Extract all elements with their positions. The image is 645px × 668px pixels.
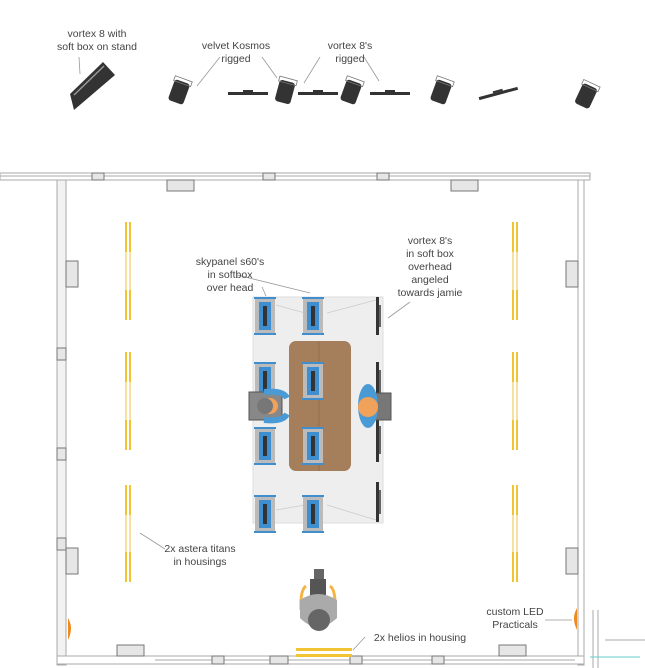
astera-tube-icon (125, 352, 131, 450)
vortex-overhead-icon (376, 418, 381, 462)
kosmos-fixture-icon (340, 75, 365, 105)
kosmos-fixture-icon (575, 78, 601, 109)
label-line: custom LED (486, 606, 544, 618)
vortex-overhead-icon (376, 362, 381, 412)
label-line: Practicals (492, 619, 538, 631)
label-line: angeled (411, 274, 449, 286)
label-practicals: custom LED Practicals (480, 606, 550, 632)
vortex-softbox-stand (70, 62, 115, 110)
kosmos-fixture-icon (275, 75, 298, 105)
label-skypanel: skypanel s60's in softbox over head (185, 256, 275, 295)
label-line: rigged (221, 53, 251, 65)
label-line: over head (206, 282, 254, 294)
label-line: in soft box (406, 248, 454, 260)
vortex-bar-icon (228, 90, 268, 95)
vortex-bar-icon (478, 86, 519, 101)
label-line: towards jamie (397, 287, 463, 299)
vortex-overhead-icon (376, 482, 381, 522)
label-line: rigged (335, 53, 365, 65)
astera-tube-icon (512, 485, 518, 582)
light-beams (275, 299, 377, 521)
skypanel-icon (302, 362, 324, 400)
helios-lights (296, 648, 352, 657)
label-line: 2x astera titans (164, 543, 236, 555)
skypanel-icon (302, 427, 324, 465)
label-vortex-rigged: vortex 8's rigged (315, 40, 385, 66)
label-kosmos: velvet Kosmos rigged (196, 40, 276, 66)
skypanel-icon (302, 297, 324, 335)
skypanel-icon (254, 495, 276, 533)
label-line: vortex 8's (327, 40, 373, 52)
label-vortex-overhead: vortex 8's in soft box overhead angeled … (385, 235, 475, 300)
kosmos-fixture-icon (168, 75, 193, 105)
skypanel-icon (254, 427, 276, 465)
doorway-lines (590, 610, 645, 668)
astera-tube-icon (125, 485, 131, 582)
label-line: in housings (173, 556, 227, 568)
astera-tube-icon (125, 222, 131, 320)
label-line: vortex 8 with (67, 28, 127, 40)
vortex-bar-icon (298, 90, 338, 95)
label-line: 2x helios in housing (373, 632, 467, 644)
vortex-overhead-icon (376, 297, 381, 335)
led-practicals (68, 608, 577, 640)
label-vortex-stand: vortex 8 with soft box on stand (52, 28, 142, 54)
wall-boxes (56, 172, 579, 665)
label-astera: 2x astera titans in housings (155, 543, 245, 569)
skypanel-icon (302, 495, 324, 533)
label-line: velvet Kosmos (201, 40, 271, 52)
leader-lines (78, 56, 572, 651)
astera-tube-icon (512, 352, 518, 450)
camera-operator (299, 569, 337, 631)
label-line: overhead (408, 261, 452, 273)
skypanel-icon (254, 297, 276, 335)
label-line: soft box on stand (57, 41, 137, 53)
room-walls (0, 172, 591, 666)
label-helios: 2x helios in housing (365, 632, 475, 645)
person-right (358, 384, 392, 428)
vortex-bar-icon (370, 90, 410, 95)
kosmos-fixture-icon (430, 75, 455, 105)
label-line: in softbox (207, 269, 253, 281)
astera-tube-icon (512, 222, 518, 320)
person-left (248, 388, 290, 424)
label-line: vortex 8's (407, 235, 453, 247)
label-line: skypanel s60's (195, 256, 265, 268)
